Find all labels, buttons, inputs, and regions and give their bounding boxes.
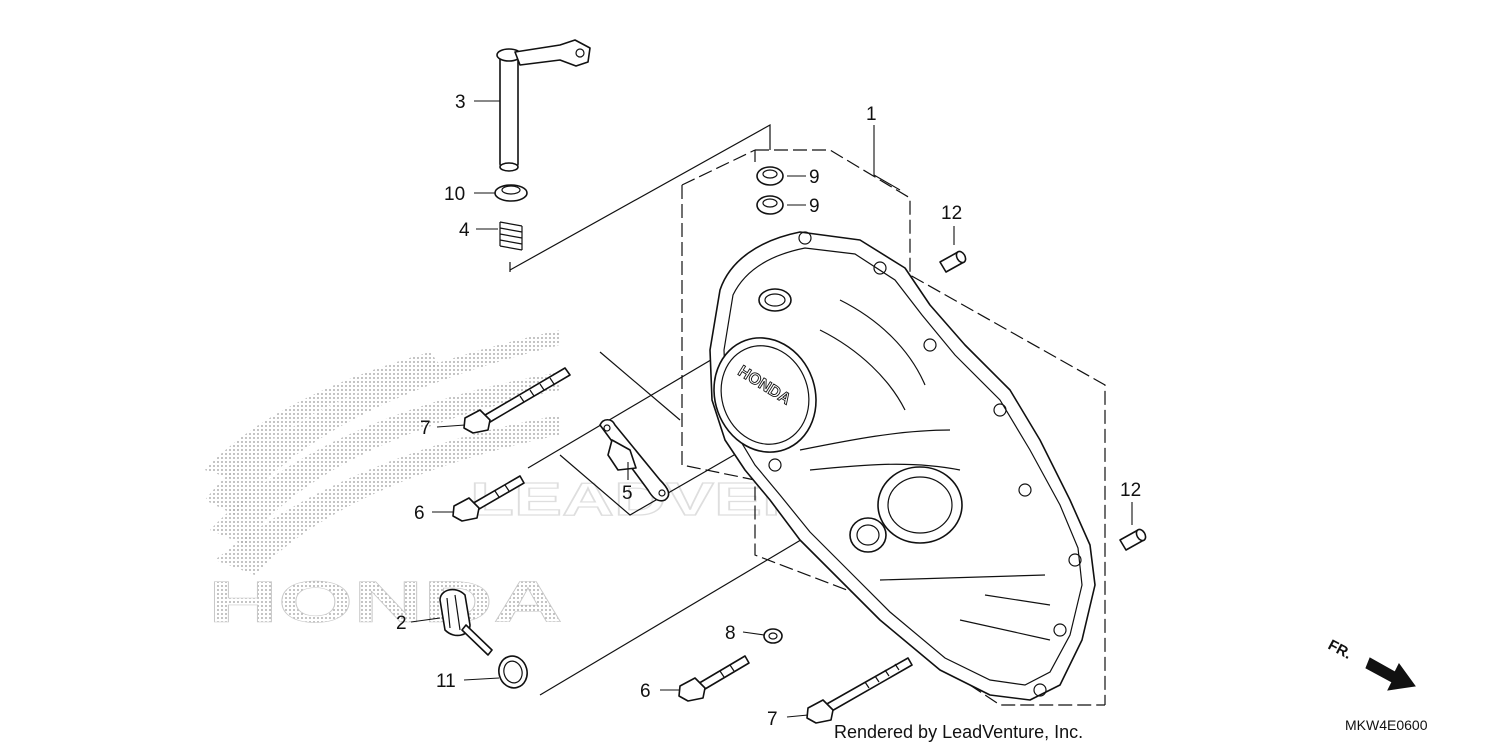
callout-7-upper: 7	[420, 418, 431, 439]
flange-bolt-6-upper	[452, 475, 525, 522]
clutch-lifter-arm	[496, 39, 591, 172]
callout-2: 2	[396, 613, 407, 634]
callout-6-upper: 6	[414, 503, 425, 524]
callout-8: 8	[725, 623, 736, 644]
callout-9-upper: 9	[809, 167, 820, 188]
flange-bolt-7-lower	[806, 657, 913, 724]
bearing-10	[494, 184, 528, 202]
callout-9-lower: 9	[809, 196, 820, 217]
stay-5	[599, 418, 670, 502]
honda-brand-text: HONDA	[208, 570, 563, 635]
render-credit: Rendered by LeadVenture, Inc.	[834, 722, 1083, 742]
dowel-pin-12-lower	[1119, 528, 1147, 551]
callout-5: 5	[622, 483, 633, 504]
callout-7-lower: 7	[767, 709, 778, 730]
callout-10: 10	[444, 184, 465, 205]
callout-leaders	[410, 100, 1133, 718]
callout-11: 11	[436, 671, 456, 692]
front-arrow-icon	[1365, 657, 1416, 691]
flange-bolt-6-lower	[678, 655, 750, 702]
spring-4	[499, 221, 523, 251]
callout-labels: 1 2 3 4 5 6 6 7 7 8 9 9 10 11 12 12	[396, 92, 1141, 730]
assembly-boundary	[681, 149, 1106, 706]
dowel-pin-12-upper	[939, 250, 967, 273]
seal-9-lower	[756, 195, 784, 215]
oil-filler-cap-2	[439, 588, 493, 656]
callout-12-lower: 12	[1120, 480, 1141, 501]
callout-3: 3	[455, 92, 466, 113]
washer-8	[763, 628, 783, 644]
callout-6-lower: 6	[640, 681, 651, 702]
flange-bolt-7-upper	[463, 367, 571, 434]
o-ring-11	[498, 655, 528, 689]
honda-wing-watermark: HONDA	[205, 330, 563, 635]
front-direction-label: FR.	[1325, 637, 1354, 663]
front-direction-indicator: FR.	[1325, 637, 1416, 691]
callout-4: 4	[459, 220, 470, 241]
callout-12-upper: 12	[941, 203, 962, 224]
seal-9-upper	[756, 166, 784, 186]
clutch-cover: HONDA	[709, 231, 1096, 701]
diagram-code: MKW4E0600	[1345, 717, 1428, 733]
callout-1: 1	[866, 104, 877, 125]
